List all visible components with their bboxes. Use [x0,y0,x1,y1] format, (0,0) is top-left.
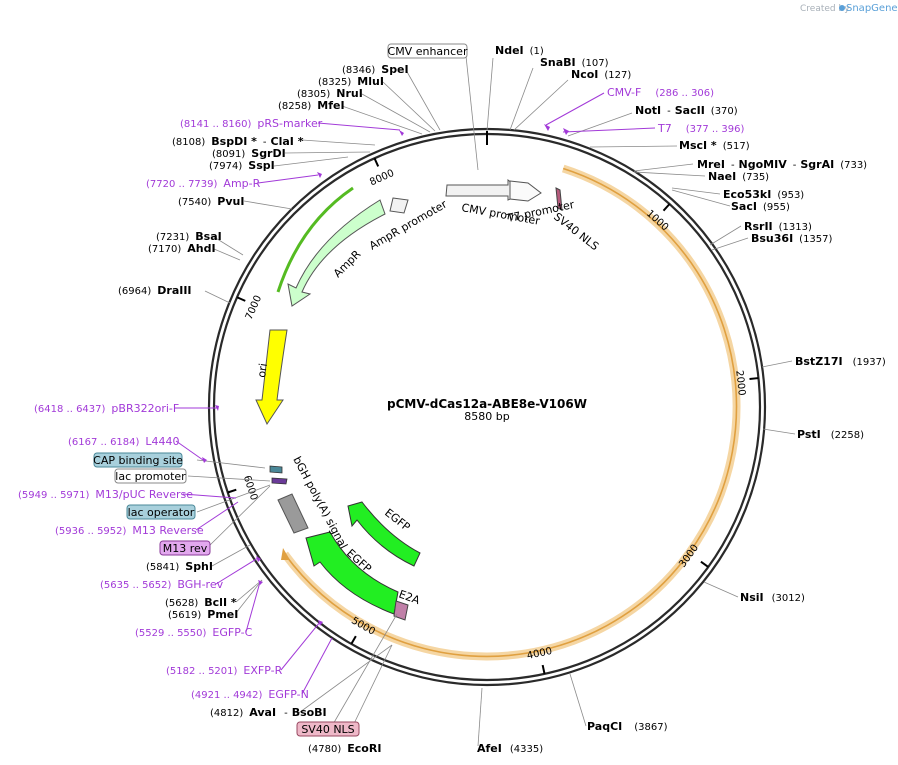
primer-marks [202,124,569,626]
tick-mark-6000 [227,488,237,494]
site-afei: AfeI(4335) [477,742,543,755]
ampr-orf-line [276,186,354,293]
site-bcli: (5628)BclI * [165,596,237,609]
site-draiii: (6964)DraIII [118,284,192,297]
box-lac-promoter: lac promoter [114,468,187,484]
bgh-polya-feature [277,493,309,534]
primer-egfp-n: (4921 .. 4942)EGFP-N [191,688,309,701]
primer-m13-puc-reverse: (5949 .. 5971)M13/pUC Reverse [18,488,193,501]
box-sv40-nls: SV40 NLS [296,721,360,737]
primer-amp-r: (7720 .. 7739)Amp-R [146,177,261,190]
orf-arrowhead [281,548,290,560]
box-lac-operator: lac operator [126,504,196,520]
site-ndei: NdeI(1) [495,44,544,57]
label-sv40-nls: SV40 NLS [551,210,601,253]
primer-egfp-c: (5529 .. 5550)EGFP-C [135,626,253,639]
site-snabi: SnaBI(107) [540,56,609,69]
site-noti-sacii: NotI-SacII(370) [635,104,738,117]
watermark-prefix: Created by [800,4,850,14]
site-pvui: (7540)PvuI [178,195,244,208]
site-sgrdi: (8091)SgrDI [212,147,286,160]
tick-label-8000: 8000 [368,168,396,188]
box-cap-binding-site: CAP binding site [93,452,183,468]
ori-arrow [255,329,288,426]
primer-exfp-r: (5182 .. 5201)EXFP-R [166,664,283,677]
site-naei: NaeI(735) [708,170,769,183]
svg-text:SV40 NLS: SV40 NLS [301,723,354,736]
site-eco53ki: Eco53kI(953) [723,188,804,201]
tick-mark-4000 [541,664,546,675]
primer-pbr322ori-f: (6418 .. 6437)pBR322ori-F [34,402,179,415]
watermark-brand: SnapGene [846,3,898,14]
site-bspdi-clai: (8108)BspDI *-ClaI * [172,135,304,148]
primer-cmv-f: CMV-F(286 .. 306) [607,86,714,99]
t7-promoter-arrow [509,180,542,202]
site-mlui: (8325)MluI [318,75,384,88]
egfp-arrow-1 [347,501,421,567]
primer-l4440: (6167 .. 6184)L4440 [68,435,180,448]
orf-arc-line [284,167,738,658]
site-mrei-ngomiv-sgrai: MreI-NgoMIV-SgrAI(733) [697,158,867,171]
site-leaders [187,55,796,747]
tick-label-6000: 6000 [241,474,259,502]
label-ori: ori [255,362,270,378]
tick-mark-3000 [700,560,709,568]
box-cmv-enhancer: CMV enhancer [387,43,468,59]
ampr-promoter-arrow [389,197,409,214]
site-avai-bsobi: (4812)AvaI-BsoBI [210,706,327,719]
ampr-arrow [287,199,386,307]
svg-text:CMV enhancer: CMV enhancer [388,45,468,58]
primer-m13-reverse: (5936 .. 5952)M13 Reverse [55,524,204,537]
site-rsrii: RsrII(1313) [744,220,812,233]
site-sphi: (5841)SphI [146,560,213,573]
tick-mark-7000 [236,296,246,302]
primer-bgh-rev: (5635 .. 5652)BGH-rev [100,578,224,591]
site-saci: SacI(955) [731,200,790,213]
tick-label-3000: 3000 [677,543,701,570]
box-m13-rev: M13 rev [159,540,211,556]
tick-label-5000: 5000 [349,615,377,637]
primer-t7: T7(377 .. 396) [657,122,745,135]
site-pmei: (5619)PmeI [168,608,238,621]
e2a-feature [393,600,409,621]
site-bstz17i: BstZ17I(1937) [795,355,886,368]
svg-text:CAP binding site: CAP binding site [93,454,183,467]
site-psti: PstI(2258) [797,428,864,441]
plasmid-length: 8580 bp [464,410,509,423]
site-msci: MscI *(517) [679,139,750,152]
primer-leaders [174,92,656,695]
tick-mark-1000 [662,203,671,212]
site-ahdi: (7170)AhdI [148,242,216,255]
site-nrui: (8305)NruI [297,87,363,100]
site-mfei: (8258)MfeI [278,99,345,112]
tick-mark-8000 [373,157,380,167]
sv40-nls-feature [555,187,563,211]
site-spei: (8346)SpeI [342,63,409,76]
snapgene-logo-icon [839,5,845,11]
svg-text:lac operator: lac operator [128,506,195,519]
primer-prs-marker: (8141 .. 8160)pRS-marker [180,117,323,130]
svg-text:lac promoter: lac promoter [115,470,186,483]
label-ampr: AmpR [331,247,364,280]
lac-operator-mark [271,477,288,485]
tick-label-2000: 2000 [733,370,747,396]
cap-binding-site-mark [269,465,283,474]
site-bsai: (7231)BsaI [156,230,222,243]
tick-label-4000: 4000 [526,646,553,662]
site-ecori: (4780)EcoRI [308,742,381,755]
plasmid-name: pCMV-dCas12a-ABE8e-V106W [387,397,587,411]
tick-mark-5000 [350,635,357,645]
site-paqci: PaqCI(3867) [587,720,668,733]
site-nsii: NsiI(3012) [740,591,805,604]
site-ncoi: NcoI(127) [571,68,631,81]
site-bsu36i: Bsu36I(1357) [751,232,833,245]
tick-mark-2000 [749,377,759,381]
svg-text:M13 rev: M13 rev [163,542,208,555]
tick-label-7000: 7000 [244,294,264,322]
site-sspi: (7974)SspI [209,159,275,172]
